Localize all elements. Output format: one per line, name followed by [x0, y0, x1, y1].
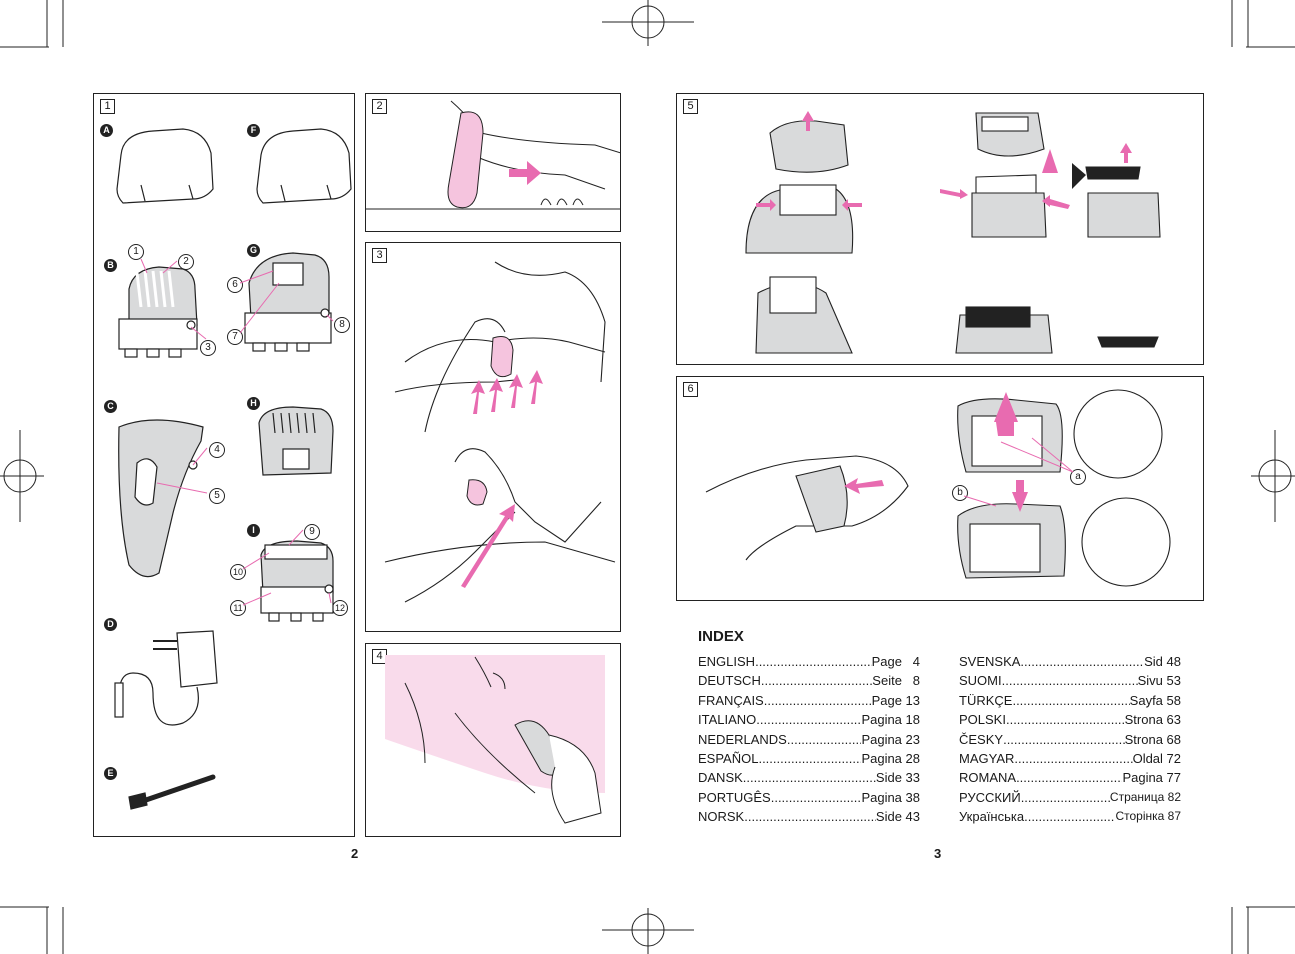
index-entry[interactable]: SVENSKASid 48 — [959, 652, 1181, 671]
cap-f-illustration — [256, 128, 352, 204]
shaver-head-g-illustration — [248, 252, 330, 320]
callout-1: 1 — [128, 244, 144, 260]
index-entry[interactable]: РУССКИЙСтраница 82 — [959, 788, 1181, 807]
part-letter-c: C — [104, 400, 117, 413]
index-column-right: SVENSKASid 48 SUOMISivu 53 TÜRKÇESayfa 5… — [959, 652, 1181, 827]
panel-number: 5 — [683, 99, 698, 114]
callout-9: 9 — [304, 524, 320, 540]
part-letter-h: H — [247, 397, 260, 410]
index-entry[interactable]: ROMANAPagina 77 — [959, 768, 1181, 787]
epilator-leg — [466, 479, 488, 506]
callout-6: 6 — [227, 277, 243, 293]
callout-a: a — [1070, 469, 1086, 485]
index-entry[interactable]: SUOMISivu 53 — [959, 671, 1181, 690]
index-title: INDEX — [698, 628, 744, 645]
part-letter-g: G — [247, 244, 260, 257]
callout-10: 10 — [230, 564, 246, 580]
callout-3: 3 — [200, 340, 216, 356]
index-entry[interactable]: MAGYAROldal 72 — [959, 749, 1181, 768]
panel-number: 1 — [100, 99, 115, 114]
epilator-in-use — [447, 111, 484, 209]
panel-3-illustration — [384, 261, 616, 603]
index-entry[interactable]: TÜRKÇESayfa 58 — [959, 691, 1181, 710]
cleaning-brush-e-illustration — [140, 774, 216, 804]
panel-number: 3 — [372, 248, 387, 263]
index-entry[interactable]: FRANÇAISPage 13 — [698, 691, 920, 710]
page-number-left: 2 — [351, 846, 359, 861]
part-letter-e: E — [104, 767, 117, 780]
epilator-body-c-illustration — [118, 419, 204, 578]
panel-number: 6 — [683, 382, 698, 397]
index-column-left: ENGLISHPage 4 DEUTSCHSeite 8 FRANÇAISPag… — [698, 652, 920, 827]
index-entry[interactable]: NORSKSide 43 — [698, 807, 920, 826]
step-arrow-icon — [1072, 163, 1086, 189]
callout-7: 7 — [227, 329, 243, 345]
panel-5-illustration — [745, 111, 1161, 354]
epilator-head-removal — [769, 120, 849, 173]
callout-4: 4 — [209, 442, 225, 458]
index-entry[interactable]: ČESKYStrona 68 — [959, 730, 1181, 749]
index-entry[interactable]: POLSKIStrona 63 — [959, 710, 1181, 729]
page-number-right: 3 — [934, 846, 942, 861]
panel-3-usage: 3 — [365, 242, 621, 632]
panel-number: 2 — [372, 99, 387, 114]
panel-6-illustration — [705, 389, 1171, 587]
index-entry[interactable]: DANSKSide 33 — [698, 768, 920, 787]
part-letter-d: D — [104, 618, 117, 631]
index-entry[interactable]: ESPAÑOLPagina 28 — [698, 749, 920, 768]
shaver-foil-clean — [795, 465, 848, 533]
index-entry[interactable]: ENGLISHPage 4 — [698, 652, 920, 671]
part-letter-a: A — [100, 124, 113, 137]
panel-4-illustration — [385, 655, 605, 824]
part-letter-b: B — [104, 259, 117, 272]
cap-a-illustration — [116, 128, 214, 204]
index-entry[interactable]: ITALIANOPagina 18 — [698, 710, 920, 729]
index-entry[interactable]: DEUTSCHSeite 8 — [698, 671, 920, 690]
callout-11: 11 — [230, 600, 246, 616]
panel-2-illustration — [365, 100, 621, 210]
callout-5: 5 — [209, 488, 225, 504]
charger-d-illustration — [176, 630, 218, 688]
callout-b: b — [952, 485, 968, 501]
callout-2: 2 — [178, 254, 194, 270]
epilator-underarm — [490, 336, 514, 378]
callout-8: 8 — [334, 317, 350, 333]
index-entry[interactable]: PORTUGÊSPagina 38 — [698, 788, 920, 807]
index-entry[interactable]: NEDERLANDSPagina 23 — [698, 730, 920, 749]
panel-1-illustrations — [114, 128, 352, 810]
part-letter-i: I — [247, 524, 260, 537]
part-letter-f: F — [247, 124, 260, 137]
index-entry[interactable]: УкраїнськаСторінка 87 — [959, 807, 1181, 826]
